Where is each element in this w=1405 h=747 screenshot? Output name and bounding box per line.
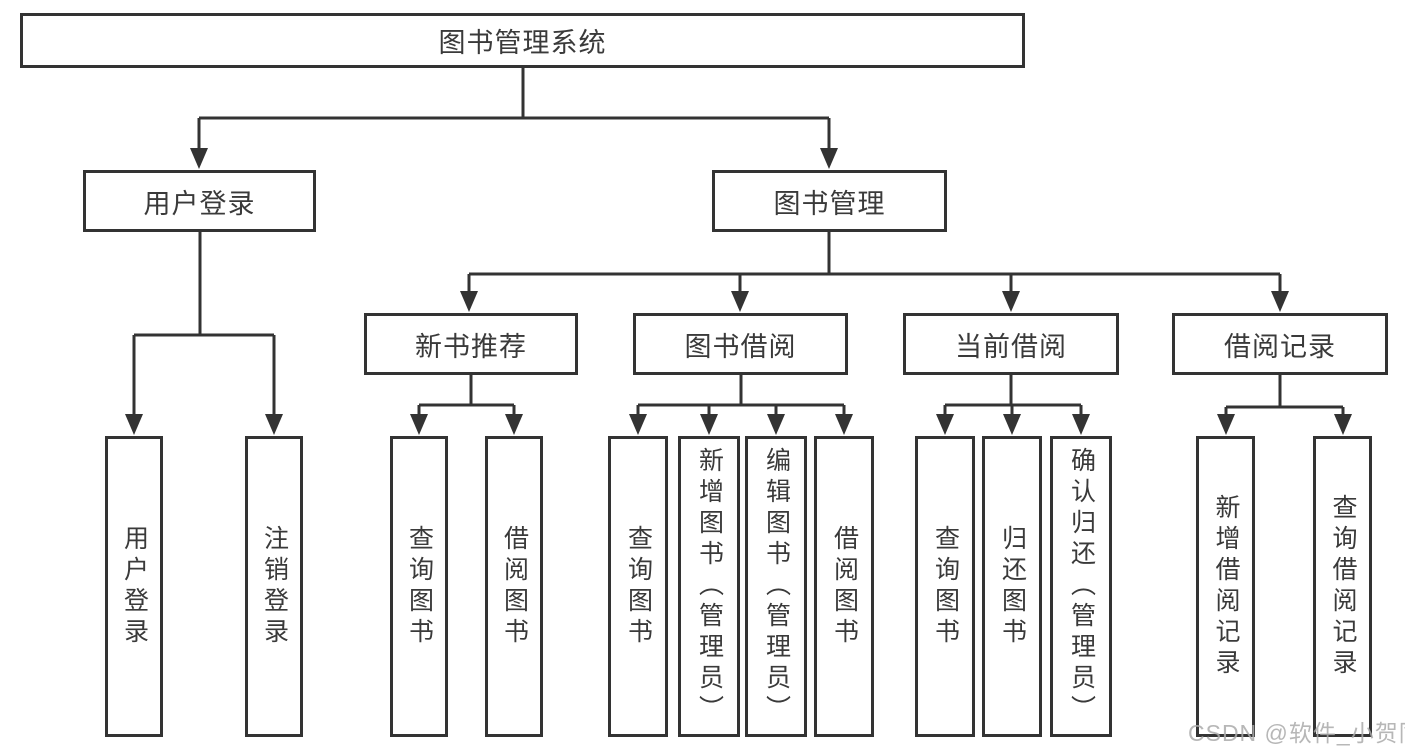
leaf-current-confirm-return-admin: 确认归还（管理员） <box>1050 436 1112 737</box>
leaf-newrec-query-books: 查询图书 <box>390 436 448 737</box>
leaf-records-query-record: 查询借阅记录 <box>1313 436 1372 737</box>
leaf-borrow-edit-books-admin: 编辑图书（管理员） <box>745 436 807 737</box>
leaf-current-query-books: 查询图书 <box>915 436 975 737</box>
leaf-user-login: 用户登录 <box>105 436 163 737</box>
leaf-newrec-borrow-books: 借阅图书 <box>485 436 543 737</box>
arrowhead-icons <box>125 148 1352 435</box>
node-current-borrowing: 当前借阅 <box>903 313 1119 375</box>
csdn-watermark: CSDN @软件_小贺同学 <box>1188 720 1405 746</box>
node-book-management: 图书管理 <box>712 170 947 232</box>
node-borrowing-records: 借阅记录 <box>1172 313 1388 375</box>
node-book-borrowing: 图书借阅 <box>633 313 848 375</box>
node-user-login: 用户登录 <box>83 170 316 232</box>
leaf-borrow-query-books: 查询图书 <box>608 436 668 737</box>
leaf-records-add-record: 新增借阅记录 <box>1196 436 1255 737</box>
node-root: 图书管理系统 <box>20 13 1025 68</box>
leaf-borrow-borrow-books: 借阅图书 <box>814 436 874 737</box>
leaf-logout: 注销登录 <box>245 436 303 737</box>
leaf-current-return-books: 归还图书 <box>982 436 1042 737</box>
node-new-book-recommend: 新书推荐 <box>364 313 578 375</box>
leaf-borrow-add-books-admin: 新增图书（管理员） <box>678 436 740 737</box>
